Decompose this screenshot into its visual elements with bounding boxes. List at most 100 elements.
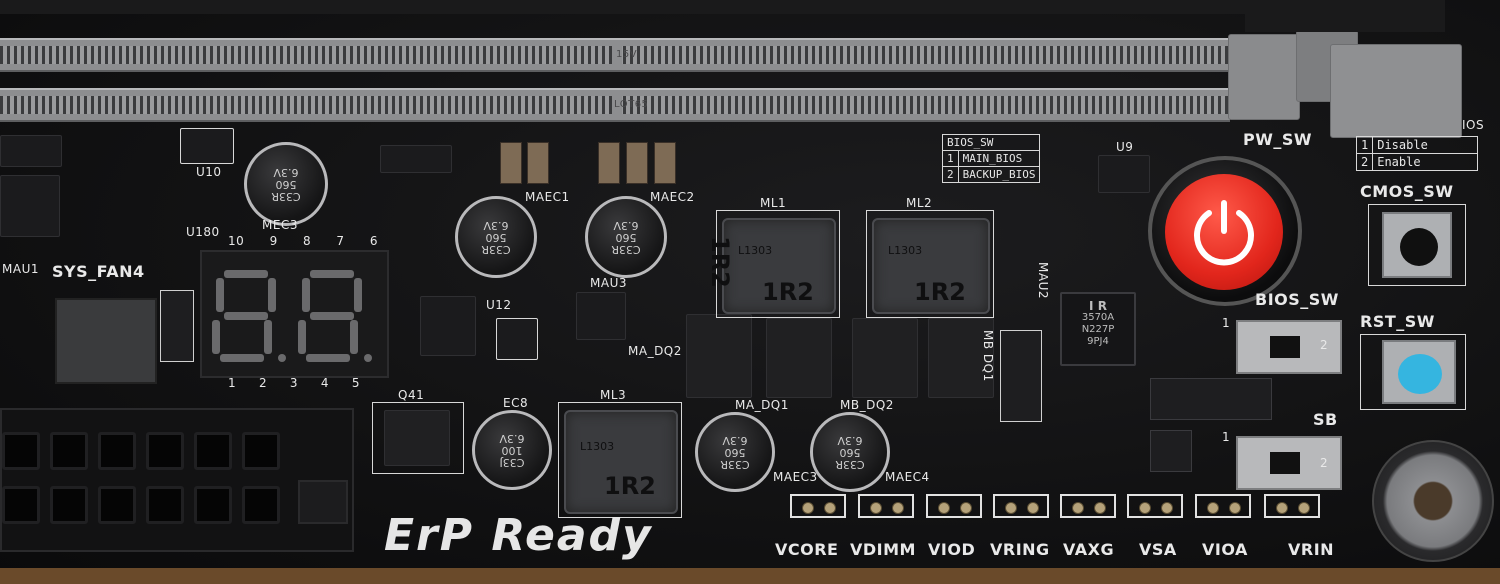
label-maec2: MAEC2	[650, 190, 695, 204]
mosfet-ma-dq2	[686, 314, 752, 398]
label-cmos-sw: CMOS_SW	[1360, 182, 1454, 201]
smd-part	[598, 142, 620, 184]
smd-part	[500, 142, 522, 184]
smd-part	[527, 142, 549, 184]
label-mb-dq2: MB_DQ2	[840, 398, 894, 412]
cmos-switch-base	[1382, 212, 1452, 278]
chip-mau1	[0, 175, 60, 237]
label-maec1: MAEC1	[525, 190, 570, 204]
chip-mosfet-left	[420, 296, 476, 356]
chip-u9	[1098, 155, 1150, 193]
power-button[interactable]	[1165, 174, 1283, 290]
label-mau2: MAU2	[1036, 262, 1050, 299]
test-header-vcore	[790, 494, 846, 518]
board-edge	[0, 568, 1500, 584]
resistor-array	[380, 145, 452, 173]
smd-array	[160, 290, 194, 362]
seven-seg-top-pins: 10 9 8 7 6	[228, 234, 378, 248]
header-label-vsa: VSA	[1139, 540, 1177, 559]
seven-segment-display	[200, 250, 389, 378]
label-ma-dq1: MA_DQ1	[735, 398, 789, 412]
dimm-slot-2: LOT65	[0, 88, 1230, 122]
label-rst-sw: RST_SW	[1360, 312, 1435, 331]
dimm-top-right	[1245, 0, 1445, 32]
smd-part	[654, 142, 676, 184]
test-header-vdimm	[858, 494, 914, 518]
slide1-label-2: 2	[1320, 338, 1329, 352]
label-sys-fan4: SYS_FAN4	[52, 262, 145, 281]
label-u10: U10	[196, 165, 222, 179]
dimm-slot-1: 15V	[0, 38, 1230, 72]
label-mb-dq1: MB DQ1	[981, 330, 995, 382]
test-header-vrin	[1264, 494, 1320, 518]
label-mec3: MEC3	[262, 218, 298, 232]
mosfet-q41	[384, 410, 450, 466]
label-u12: U12	[486, 298, 512, 312]
test-header-vsa	[1127, 494, 1183, 518]
slide1-label-1: 1	[1222, 316, 1231, 330]
mosfet	[928, 318, 994, 398]
erp-ready-logo: ErP Ready	[384, 510, 653, 561]
enable-table-title: IOS	[1462, 118, 1485, 132]
dimm-label-2: LOT65	[614, 99, 649, 110]
bios-table-title: BIOS_SW	[941, 134, 1041, 151]
outline-cmos-sw	[1368, 204, 1466, 286]
test-header-vring	[993, 494, 1049, 518]
header-label-vcore: VCORE	[775, 540, 839, 559]
test-header-viod	[926, 494, 982, 518]
dimm-latch-block	[1330, 44, 1462, 138]
header-label-vring: VRING	[990, 540, 1050, 559]
label-sb: SB	[1313, 410, 1338, 429]
slide2-label-1: 1	[1222, 430, 1231, 444]
outline-ml1	[716, 210, 840, 318]
label-maec4: MAEC4	[885, 470, 930, 484]
header-label-vioa: VIOA	[1202, 540, 1248, 559]
label-pw-sw: PW_SW	[1243, 130, 1313, 149]
label-u180: U180	[186, 225, 220, 239]
label-u9: U9	[1116, 140, 1134, 154]
rst-button[interactable]	[1398, 354, 1442, 394]
label-ec8: EC8	[503, 396, 529, 410]
outline-ml2	[866, 210, 994, 318]
dimm-slot-top-edge	[0, 0, 1245, 14]
outline-q41	[372, 402, 464, 474]
header-label-viod: VIOD	[928, 540, 976, 559]
mosfet-row	[1150, 378, 1272, 420]
controller-chip: I R 3570A N227P 9PJ4	[1060, 292, 1136, 366]
cmos-button[interactable]	[1400, 228, 1438, 266]
smd-part	[626, 142, 648, 184]
header-label-vaxg: VAXG	[1063, 540, 1115, 559]
dimm-label-1: 15V	[616, 49, 638, 60]
chip-u10	[180, 128, 234, 164]
label-ml2: ML2	[906, 196, 933, 210]
label-ma-dq2: MA_DQ2	[628, 344, 682, 358]
inductor-ml3: 1R2 L1303	[564, 410, 678, 514]
test-header-vaxg	[1060, 494, 1116, 518]
mosfet	[1150, 430, 1192, 472]
dimm-latch-left	[1228, 34, 1300, 120]
outline-rst-sw	[1360, 334, 1466, 410]
label-ml3: ML3	[600, 388, 627, 402]
label-bios-sw: BIOS_SW	[1255, 290, 1339, 309]
power-icon	[1194, 200, 1254, 266]
sb-slide-switch[interactable]	[1236, 436, 1342, 490]
inductor-ml2: 1R2 L1303	[872, 218, 990, 314]
label-mau3: MAU3	[590, 276, 627, 290]
bios-slide-switch[interactable]	[1236, 320, 1342, 374]
label-ml1: ML1	[760, 196, 787, 210]
label-q41: Q41	[398, 388, 425, 402]
smd-array	[1000, 330, 1042, 422]
header-label-vdimm: VDIMM	[850, 540, 916, 559]
chip-top-left	[0, 135, 62, 167]
mosfet	[852, 318, 918, 398]
atx-power-connector	[0, 408, 354, 552]
test-header-vioa	[1195, 494, 1251, 518]
